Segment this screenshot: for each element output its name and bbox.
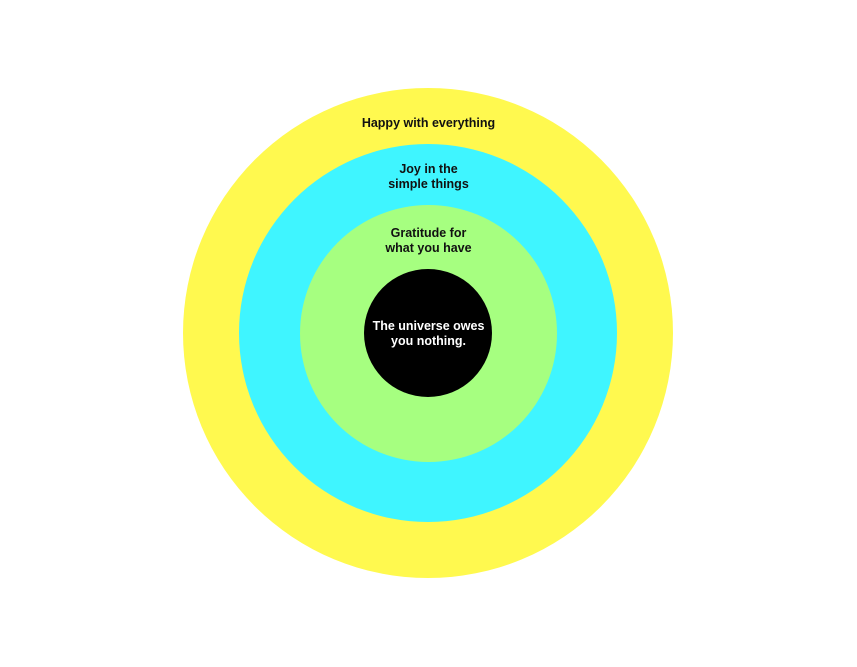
label-third: Gratitude for what you have: [0, 226, 857, 256]
label-line: Happy with everything: [361, 116, 496, 130]
label-line: Joy in the: [399, 162, 458, 176]
label-line: The universe owes: [372, 319, 485, 333]
label-line: you nothing.: [391, 334, 466, 348]
ring-core: [364, 269, 492, 397]
label-outer: Happy with everything: [0, 116, 857, 131]
label-line: what you have: [385, 241, 472, 255]
label-line: simple things: [388, 177, 469, 191]
label-core: The universe owes you nothing.: [0, 319, 857, 349]
label-line: Gratitude for: [390, 226, 467, 240]
label-second: Joy in the simple things: [0, 162, 857, 192]
